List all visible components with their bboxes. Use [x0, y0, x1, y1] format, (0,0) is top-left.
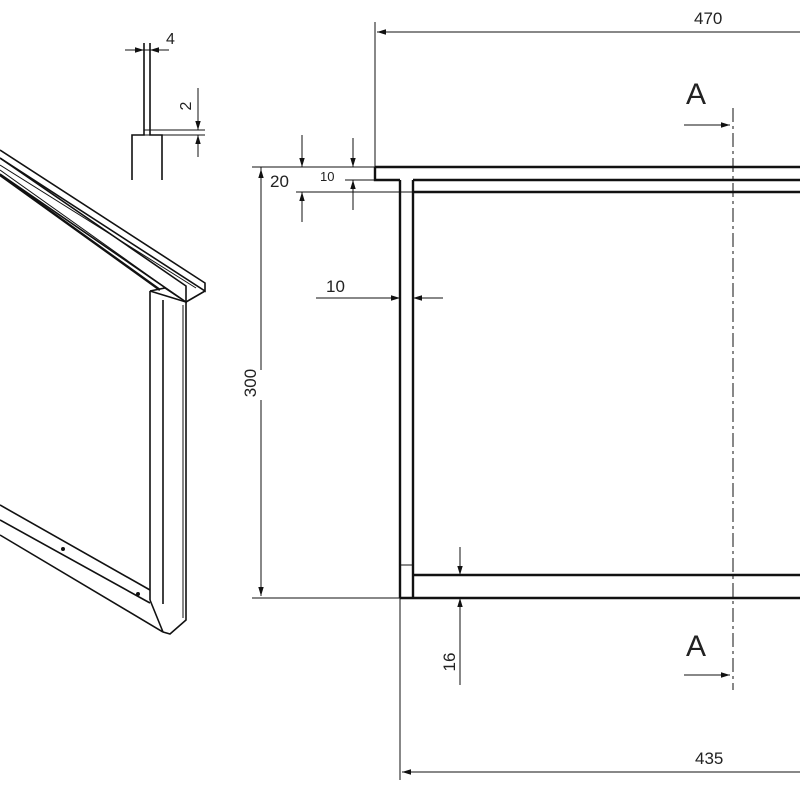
- dim-top-bar-length: 470: [374, 9, 800, 167]
- dim-top-bar-height: 20: [252, 135, 413, 222]
- top-bar-length-dim: 470: [694, 9, 722, 28]
- dim-top-bar-overhang: 10: [320, 138, 375, 210]
- dim-side-bar-width: 10: [316, 277, 443, 301]
- isometric-frame-view: [0, 149, 206, 635]
- top-bar-overhang-dim: 10: [320, 169, 334, 184]
- groove-width-dim: 4: [166, 31, 175, 48]
- frame-height-dim: 300: [241, 369, 260, 397]
- section-label-bottom: A: [686, 630, 706, 663]
- front-view: [373, 108, 800, 690]
- bottom-bar-height-dim: 16: [440, 653, 459, 672]
- section-label-top: A: [686, 78, 706, 111]
- dim-bottom-bar-length: 435: [399, 598, 800, 780]
- section-marker-top: A: [684, 78, 730, 128]
- groove-depth-dim: 2: [178, 101, 195, 110]
- dim-bottom-bar-height: 16: [440, 547, 463, 685]
- top-bar-height-dim: 20: [270, 172, 289, 191]
- bottom-bar-length-dim: 435: [695, 749, 723, 768]
- dim-frame-height: 300: [241, 167, 400, 599]
- side-bar-width-dim: 10: [326, 277, 345, 296]
- groove-detail: 4 2: [125, 31, 205, 180]
- section-marker-bottom: A: [684, 630, 730, 678]
